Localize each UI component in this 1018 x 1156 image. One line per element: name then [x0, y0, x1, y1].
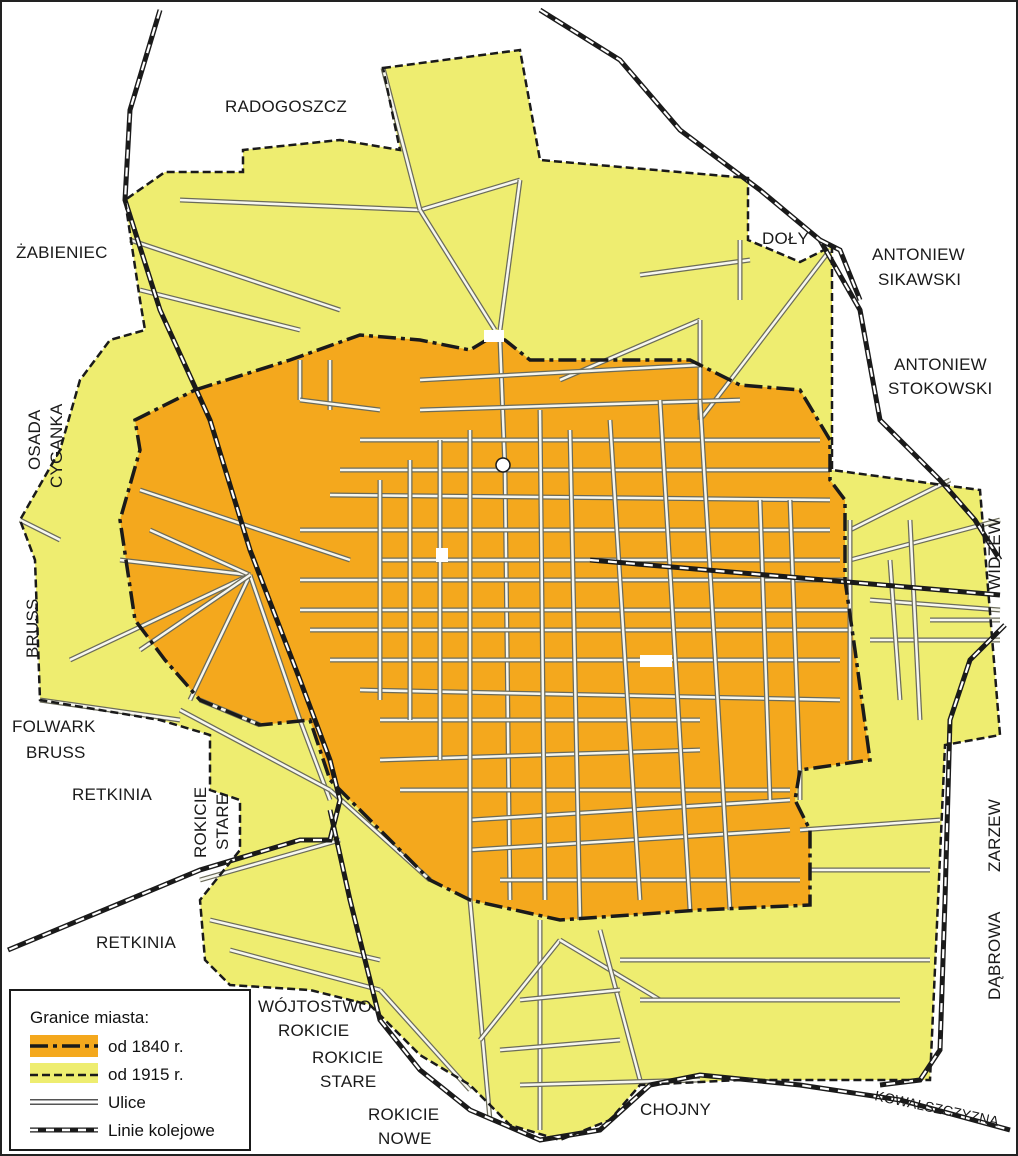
street	[469, 828, 791, 852]
street	[209, 918, 381, 962]
legend-swatch-1915	[30, 1063, 98, 1083]
legend-label-rail: Linie kolejowe	[108, 1121, 215, 1140]
street	[849, 478, 951, 532]
label-stare: STARE	[320, 1072, 376, 1091]
railway-dash	[539, 9, 1001, 561]
label-widzew: WIDZEW	[985, 518, 1004, 590]
railway-lines	[7, 7, 1011, 1143]
street	[419, 398, 741, 412]
square-marker	[436, 548, 448, 562]
street	[758, 499, 772, 801]
street	[19, 518, 61, 542]
label-wojtostwo: WÓJTOSTWO	[258, 997, 372, 1016]
label-nowe: NOWE	[378, 1129, 432, 1148]
label-dabrowa: DĄBROWA	[985, 911, 1004, 1000]
street	[498, 179, 522, 331]
street	[179, 708, 331, 792]
street	[419, 178, 521, 212]
railway-dash	[879, 624, 1006, 1087]
street	[139, 488, 351, 562]
label-stare-rot: STARE	[213, 794, 232, 850]
street	[503, 469, 512, 901]
street	[568, 429, 582, 921]
label-zarzew: ZARZEW	[985, 799, 1004, 872]
street	[179, 198, 421, 212]
label-retkinia-bottom: RETKINIA	[96, 933, 176, 952]
street	[139, 288, 301, 332]
legend-label-1915: od 1915 r.	[108, 1065, 184, 1084]
street	[479, 939, 561, 1041]
street	[499, 1038, 621, 1052]
street	[468, 899, 492, 1121]
street	[698, 399, 732, 911]
label-retkinia-top: RETKINIA	[72, 785, 152, 804]
legend-title: Granice miasta:	[30, 1008, 149, 1027]
street	[799, 818, 941, 832]
legend-label-streets: Ulice	[108, 1093, 146, 1112]
street	[69, 573, 251, 662]
label-zabieniec: ŻABIENIEC	[16, 243, 108, 262]
railway-dash	[7, 9, 342, 952]
street	[908, 519, 922, 721]
street	[229, 948, 381, 992]
street	[418, 209, 497, 331]
street	[379, 748, 701, 762]
railway-dash	[819, 239, 862, 301]
legend-label-1840: od 1840 r.	[108, 1037, 184, 1056]
label-sikawski: SIKAWSKI	[878, 270, 961, 289]
street	[519, 988, 621, 1002]
legend: Granice miasta: od 1840 r. od 1915 r. Ul…	[9, 989, 251, 1151]
street	[139, 573, 251, 652]
street	[699, 249, 831, 421]
street	[658, 399, 692, 911]
street	[299, 398, 381, 412]
street	[639, 258, 751, 277]
label-stokowski: STOKOWSKI	[888, 379, 992, 398]
north-gate-marker	[484, 330, 504, 342]
street	[188, 574, 252, 701]
market-marker	[640, 655, 672, 667]
label-chojny: CHOJNY	[640, 1100, 711, 1119]
label-rokicie-stare: ROKICIE	[312, 1048, 383, 1067]
street	[248, 574, 302, 721]
label-antoniew-stokowski: ANTONIEW	[894, 355, 987, 374]
label-wojtostwo-rokicie: ROKICIE	[278, 1021, 349, 1040]
street	[149, 528, 251, 577]
label-osada: OSADA	[25, 409, 44, 470]
label-bruss: BRUSS	[23, 598, 42, 658]
label-folwark: FOLWARK	[12, 717, 96, 736]
street	[849, 518, 1001, 562]
label-rokicie-rot: ROKICIE	[191, 787, 210, 858]
label-doly: DOŁY	[762, 229, 809, 248]
street	[199, 838, 341, 882]
label-cyganka: CYGANKA	[47, 403, 66, 488]
street	[598, 929, 642, 1081]
label-antoniew-sikawski: ANTONIEW	[872, 245, 965, 264]
street	[129, 238, 341, 312]
label-rokicie-nowe: ROKICIE	[368, 1105, 439, 1124]
label-radogoszcz: RADOGOSZCZ	[225, 97, 347, 116]
railway-dash	[589, 558, 1001, 597]
street	[119, 558, 251, 577]
street	[419, 363, 701, 382]
street	[608, 419, 642, 901]
label-folwark-bruss: BRUSS	[26, 743, 86, 762]
street	[379, 989, 471, 1091]
street	[469, 798, 791, 822]
plac-wolnosci-circle	[495, 457, 511, 473]
street	[329, 493, 831, 502]
railway-dash	[328, 809, 1011, 1142]
street	[788, 499, 802, 781]
street	[538, 409, 547, 901]
